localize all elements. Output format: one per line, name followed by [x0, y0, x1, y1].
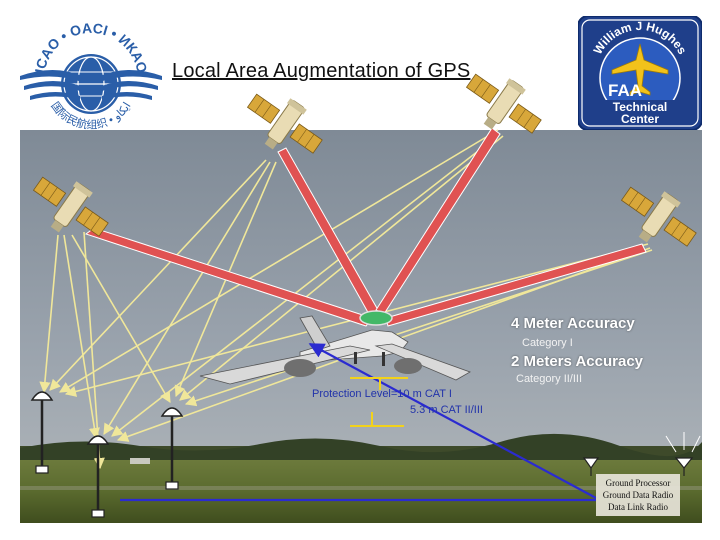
ground-processor-label: Ground Processor: [598, 477, 678, 489]
satellite-to-ground-links: [44, 130, 652, 468]
protection-level-line1: Protection Level=10 m CAT I: [312, 388, 452, 400]
ground-station-labels: Ground Processor Ground Data Radio Data …: [598, 477, 678, 513]
reference-antenna: [162, 408, 182, 489]
reference-antenna: [88, 436, 108, 517]
cat1-accuracy-title: 4 Meter Accuracy: [511, 315, 635, 332]
vdb-antenna: [666, 432, 700, 476]
protection-level-marker: [350, 378, 408, 426]
vdb-antenna: [584, 458, 598, 476]
aircraft: [200, 311, 470, 384]
ground-data-radio-label: Ground Data Radio: [598, 489, 678, 501]
cat1-accuracy-sub: Category I: [522, 337, 573, 349]
cat23-accuracy-sub: Category II/III: [516, 373, 582, 385]
data-link-radio-label: Data Link Radio: [598, 501, 678, 513]
protection-level-line2: 5.3 m CAT II/III: [410, 404, 483, 416]
reference-antenna: [32, 392, 52, 473]
cat23-accuracy-title: 2 Meters Accuracy: [511, 353, 643, 370]
satellite-to-aircraft-links: [86, 128, 646, 326]
